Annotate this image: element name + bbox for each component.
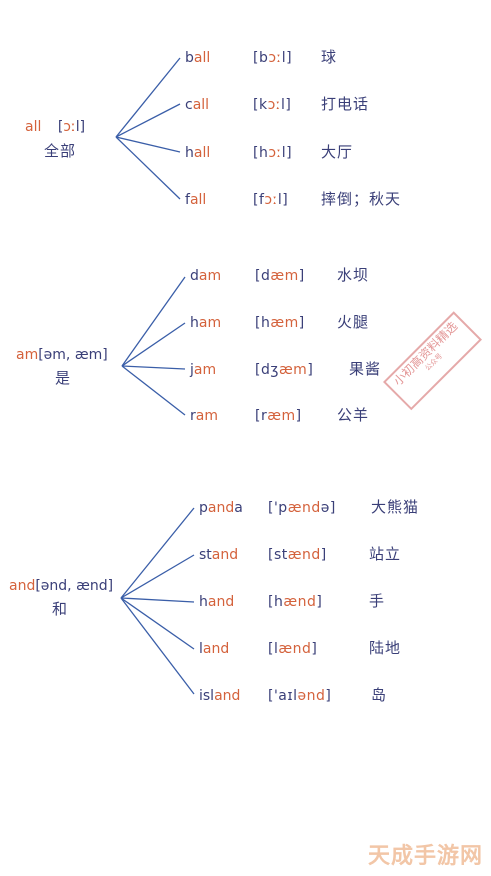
meaning: 摔倒；秋天 bbox=[321, 190, 402, 208]
meaning: 手 bbox=[369, 592, 386, 610]
branch-line bbox=[121, 276, 186, 367]
word: hall bbox=[185, 145, 211, 161]
word: dam bbox=[190, 268, 222, 284]
phonetic: [dʒæm] bbox=[255, 362, 314, 378]
phonetic: [bɔːl] bbox=[253, 50, 293, 66]
branch-line bbox=[115, 136, 181, 200]
branch-line bbox=[120, 507, 195, 599]
word: fall bbox=[185, 192, 207, 208]
word: ram bbox=[190, 408, 218, 424]
meaning: 球 bbox=[321, 48, 338, 66]
meaning: 站立 bbox=[369, 545, 402, 563]
branch-line bbox=[120, 597, 195, 603]
meaning: 果酱 bbox=[349, 360, 382, 378]
phonetic: [ræm] bbox=[255, 408, 302, 424]
phonetic: [hæm] bbox=[255, 315, 305, 331]
word: island bbox=[199, 688, 241, 704]
root-and: and[ənd, ænd] bbox=[9, 578, 114, 594]
word: jam bbox=[190, 362, 217, 378]
word: stand bbox=[199, 547, 239, 563]
root-meaning: 全部 bbox=[44, 142, 77, 160]
meaning: 岛 bbox=[371, 686, 388, 704]
meaning: 水坝 bbox=[337, 266, 370, 284]
meaning: 大熊猫 bbox=[371, 498, 420, 516]
meaning: 火腿 bbox=[337, 313, 370, 331]
word: hand bbox=[199, 594, 235, 610]
meaning: 公羊 bbox=[337, 406, 370, 424]
branch-line bbox=[115, 103, 181, 138]
phonetic: ['pændə] bbox=[268, 500, 336, 516]
phonetic: [stænd] bbox=[268, 547, 327, 563]
phonetic: [kɔːl] bbox=[253, 97, 292, 113]
branch-line bbox=[120, 597, 195, 650]
branch-line bbox=[121, 365, 186, 370]
meaning: 大厅 bbox=[321, 143, 354, 161]
phonetic: [hɔːl] bbox=[253, 145, 293, 161]
branch-line bbox=[120, 554, 195, 599]
phonetic: [fɔːl] bbox=[253, 192, 289, 208]
phonetic: ['aɪlənd] bbox=[268, 688, 332, 704]
phonetic: [lænd] bbox=[268, 641, 318, 657]
root-meaning: 是 bbox=[55, 369, 72, 387]
phonetic: [hænd] bbox=[268, 594, 323, 610]
meaning: 打电话 bbox=[321, 95, 370, 113]
site-watermark: 天成手游网 bbox=[367, 844, 483, 869]
branch-line bbox=[115, 136, 181, 153]
root-meaning: 和 bbox=[52, 600, 69, 618]
word: ham bbox=[190, 315, 222, 331]
branch-line bbox=[121, 322, 186, 367]
phonetic: [dæm] bbox=[255, 268, 305, 284]
meaning: 陆地 bbox=[369, 639, 402, 657]
root-phonetic: [ɔːl] bbox=[57, 119, 86, 135]
word: call bbox=[185, 97, 210, 113]
word: land bbox=[199, 641, 230, 657]
root-phonetic: [əm, æm] bbox=[38, 347, 108, 363]
word: ball bbox=[185, 50, 211, 66]
branch-line bbox=[115, 57, 181, 138]
root-all: all [ɔːl] bbox=[25, 119, 86, 135]
root-am: am[əm, æm] bbox=[16, 347, 108, 363]
word: panda bbox=[199, 500, 243, 516]
branch-line bbox=[121, 365, 186, 416]
branch-line bbox=[120, 597, 195, 695]
root-phonetic: [ənd, ænd] bbox=[35, 578, 114, 594]
